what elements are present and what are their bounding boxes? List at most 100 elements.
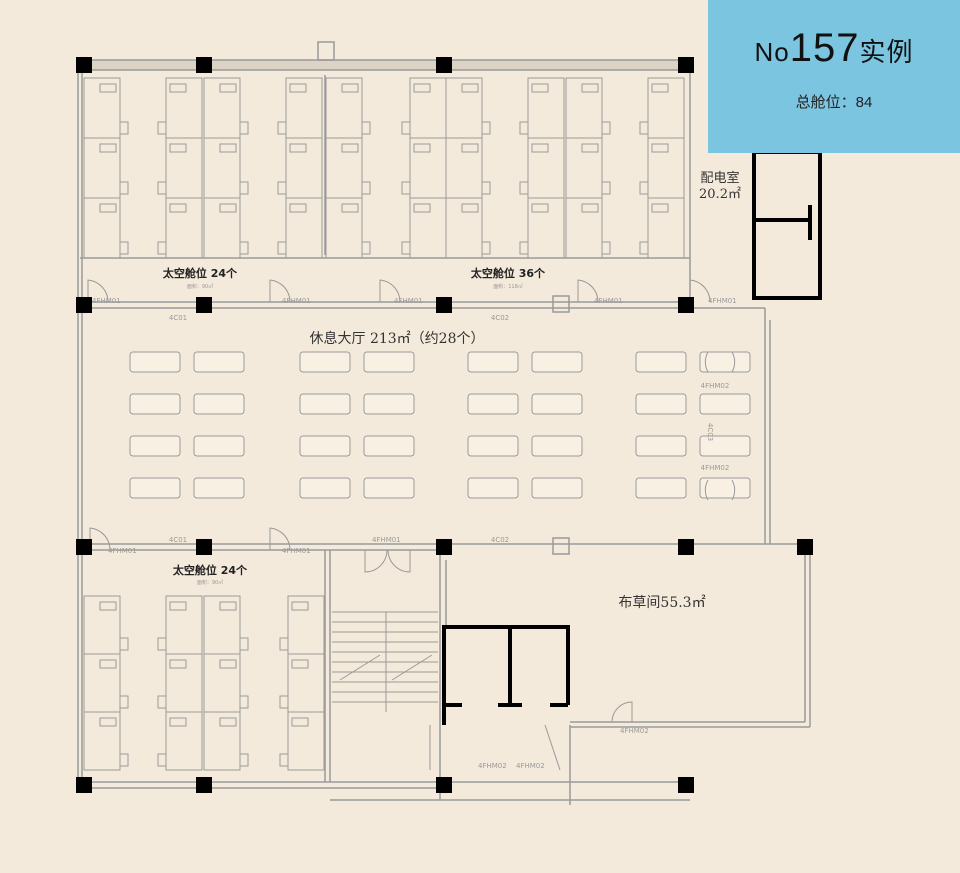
lounge-chair [193, 393, 245, 415]
pod-pillow [99, 203, 117, 213]
pod-pillow [169, 203, 187, 213]
pod [203, 137, 241, 199]
pod-step [639, 241, 649, 255]
pod-pillow [219, 717, 237, 727]
pod [203, 77, 241, 139]
lounge-chair [699, 435, 751, 457]
door-swing [429, 724, 561, 771]
pod [285, 77, 323, 139]
lounge-chair [699, 351, 751, 373]
pod-pillow [169, 659, 187, 669]
column [678, 297, 694, 313]
lounge-chair [129, 435, 181, 457]
lounge-chair [635, 351, 687, 373]
columns [76, 57, 813, 793]
pod-step [119, 695, 129, 709]
pod-step [361, 181, 371, 195]
pod [527, 77, 565, 139]
column [678, 57, 694, 73]
door-code: 4FHM01 [708, 297, 737, 305]
pod [83, 197, 121, 259]
pod-pillow [531, 203, 549, 213]
pod-step [601, 241, 611, 255]
electrical-room-area: 20.2㎡ [699, 187, 741, 202]
lounge-chair [363, 393, 415, 415]
pod-pillow [99, 601, 117, 611]
door-code: 4C01 [169, 536, 187, 544]
pod-step [481, 241, 491, 255]
pod-step [119, 637, 129, 651]
pod-pillow [291, 659, 309, 669]
lounge-chair [531, 477, 583, 499]
pod-step [601, 121, 611, 135]
lounge-chair [699, 477, 751, 499]
stair-arrow [339, 654, 381, 681]
pod-step [239, 241, 249, 255]
door-code: 4C02 [491, 314, 509, 322]
pod-step [119, 121, 129, 135]
pod-pillow [341, 203, 359, 213]
lounge-chair [299, 477, 351, 499]
pod-step [361, 241, 371, 255]
column [76, 539, 92, 555]
doors [87, 279, 736, 771]
pod [325, 197, 363, 259]
door-code: 4FHM01 [92, 297, 121, 305]
lounge-chairs [129, 351, 751, 499]
pods-top-left-label: 太空舱位 24个 [162, 266, 238, 280]
pod-step [519, 121, 529, 135]
pod [165, 595, 203, 655]
pod-pillow [289, 83, 307, 93]
pod [165, 653, 203, 713]
pod-pillow [289, 203, 307, 213]
pod-step [239, 695, 249, 709]
pod-step [639, 181, 649, 195]
electrical-room-walls [752, 150, 822, 300]
electrical-room-label: 配电室 [700, 170, 739, 186]
double-door [364, 549, 411, 573]
pod [409, 77, 447, 139]
pod [203, 197, 241, 259]
pod-pillow [531, 83, 549, 93]
pod-step [279, 695, 289, 709]
pod [409, 137, 447, 199]
door-code: 4FHM01 [108, 547, 137, 555]
lounge-chair [193, 435, 245, 457]
column [76, 297, 92, 313]
pod-step [277, 241, 287, 255]
pod-pillow [169, 717, 187, 727]
pod-step [277, 121, 287, 135]
lounge-chair [363, 351, 415, 373]
door-swing [577, 279, 599, 303]
pod-step [157, 181, 167, 195]
pod [83, 711, 121, 771]
pod [445, 77, 483, 139]
pod-pillow [169, 601, 187, 611]
pod [83, 137, 121, 199]
lounge-chair [299, 435, 351, 457]
pods-bottom-left-label: 太空舱位 24个 [172, 563, 248, 577]
pod-step [239, 637, 249, 651]
pod [165, 197, 203, 259]
pod-pillow [219, 143, 237, 153]
pod [165, 711, 203, 771]
pod [325, 137, 363, 199]
pod [527, 197, 565, 259]
door-code: 4FHM01 [372, 536, 401, 544]
total-pods: 总舱位：84 [795, 94, 873, 111]
lounge-chair [635, 435, 687, 457]
toilet-walls [442, 625, 570, 725]
pod [565, 197, 603, 259]
pod-pillow [651, 203, 669, 213]
door-code: 4FHM01 [282, 547, 311, 555]
pod-step [279, 637, 289, 651]
lounge-chair [193, 477, 245, 499]
pod-pillow [99, 143, 117, 153]
column [436, 777, 452, 793]
lounge-chair [129, 351, 181, 373]
door-code: 4C03 [706, 423, 714, 441]
door-swing [269, 279, 291, 303]
pod-step [481, 181, 491, 195]
pod [203, 653, 241, 713]
